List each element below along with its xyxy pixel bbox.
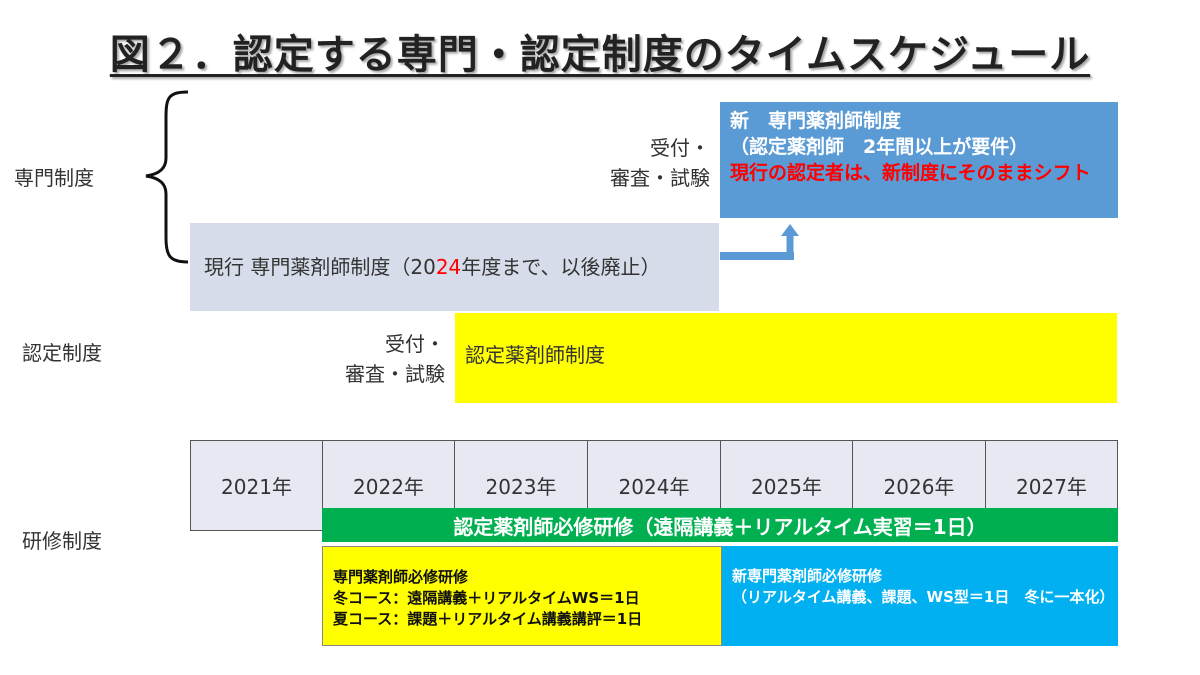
current-system-suffix: 年度まで、以後廃止）: [461, 255, 661, 279]
current-training-winter: 冬コース：遠隔講義＋リアルタイムWS＝1日: [333, 589, 640, 607]
certified-reception-line1: 受付・: [385, 332, 445, 356]
current-specialist-system-box: 現行 専門薬剤師制度（2024年度まで、以後廃止）: [190, 223, 719, 311]
new-specialist-system-box: 新 専門薬剤師制度 （認定薬剤師 2年間以上が要件） 現行の認定者は、新制度にそ…: [720, 102, 1118, 218]
certified-reception-text: 受付・ 審査・試験: [295, 329, 445, 389]
certified-reception-line2: 審査・試験: [345, 362, 445, 386]
row-label-certified: 認定制度: [22, 341, 102, 365]
page-title: 図２．認定する専門・認定制度のタイムスケジュール: [0, 22, 1200, 80]
specialist-reception-line2: 審査・試験: [610, 166, 710, 190]
specialist-reception-text: 受付・ 審査・試験: [560, 133, 710, 193]
new-system-note: 現行の認定者は、新制度にそのままシフト: [730, 162, 1091, 184]
mandatory-training-label: 認定薬剤師必修研修（遠隔講義＋リアルタイム実習＝1日）: [453, 514, 987, 539]
certified-system-label: 認定薬剤師制度: [465, 343, 605, 367]
curly-brace-icon: [145, 90, 189, 264]
mandatory-training-bar: 認定薬剤師必修研修（遠隔講義＋リアルタイム実習＝1日）: [322, 508, 1118, 542]
current-system-prefix: 現行 専門薬剤師制度（20: [204, 255, 436, 279]
row-label-training: 研修制度: [22, 529, 102, 553]
year-cell: 2021年: [190, 440, 323, 531]
page-title-text: 図２．認定する専門・認定制度のタイムスケジュール: [109, 32, 1091, 78]
new-system-line2: （認定薬剤師 2年間以上が要件）: [730, 136, 1029, 158]
row-label-specialist: 専門制度: [14, 166, 94, 190]
current-training-summer: 夏コース：課題＋リアルタイム講義講評＝1日: [333, 610, 643, 628]
current-system-highlight: 24: [435, 255, 462, 279]
certified-system-box: 認定薬剤師制度: [455, 313, 1117, 403]
shift-arrow-icon: [720, 224, 799, 260]
current-training-title: 専門薬剤師必修研修: [333, 568, 469, 586]
current-training-box: 専門薬剤師必修研修 冬コース：遠隔講義＋リアルタイムWS＝1日 夏コース：課題＋…: [322, 546, 722, 646]
new-system-line1: 新 専門薬剤師制度: [730, 110, 902, 132]
new-training-box: 新専門薬剤師必修研修 （リアルタイム講義、課題、WS型＝1日 冬に一本化）: [722, 546, 1118, 646]
new-training-detail: （リアルタイム講義、課題、WS型＝1日 冬に一本化）: [732, 588, 1115, 606]
specialist-reception-line1: 受付・: [650, 136, 710, 160]
new-training-title: 新専門薬剤師必修研修: [732, 567, 883, 585]
